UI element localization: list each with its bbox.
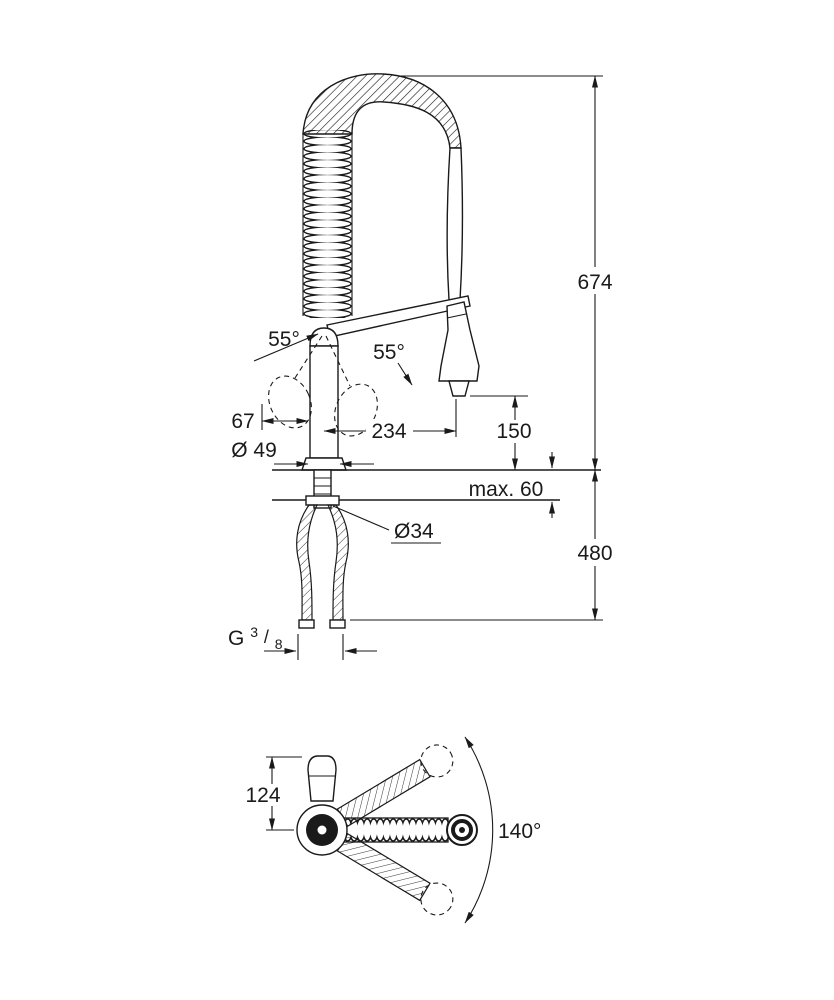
leader-d34 xyxy=(332,505,390,531)
supply-hose-left xyxy=(296,504,318,621)
dim-label-674: 674 xyxy=(577,271,612,294)
dim-label-55-right: 55° xyxy=(373,341,405,364)
spring-coil xyxy=(303,130,352,318)
label-mask-150 xyxy=(492,420,538,443)
dim-label-max60: max. 60 xyxy=(469,478,544,501)
spring-arm-horizontal xyxy=(337,817,449,843)
body-column xyxy=(309,345,339,459)
dimensions-side-view: 674 480 55° 55° 67 Ø 49 234 150 max. 60 xyxy=(228,75,617,660)
label-mask-234 xyxy=(366,419,413,443)
dim-label-55-left: 55° xyxy=(268,328,300,351)
dim-label-g38: G 3 / 8 xyxy=(228,619,283,652)
swivel-arc xyxy=(464,736,494,924)
dim-label-140: 140° xyxy=(498,820,541,843)
dim-label-67: 67 xyxy=(231,410,254,433)
faucet-top-view: 140° 124 xyxy=(245,736,541,924)
hand-spray xyxy=(438,301,480,382)
hand-spray-tip xyxy=(448,380,470,397)
spring-bend xyxy=(302,73,462,149)
body-base-flange xyxy=(301,457,347,471)
handle-top-view xyxy=(307,755,337,802)
lever-position-left xyxy=(268,375,312,429)
lever-position-right xyxy=(334,383,378,437)
hose-fitting-right xyxy=(329,619,346,629)
hose-fitting-left xyxy=(298,619,315,629)
label-mask-674 xyxy=(574,267,617,294)
body-cap xyxy=(309,327,339,347)
leader-55-right xyxy=(397,362,413,386)
dim-label-124: 124 xyxy=(245,784,280,807)
faucet-side-view xyxy=(268,73,601,629)
hand-spray-ring xyxy=(446,313,467,319)
label-mask-124 xyxy=(245,784,283,806)
dim-label-150: 150 xyxy=(496,420,531,443)
lever-axis-right xyxy=(325,335,351,387)
leader-55-left xyxy=(253,333,319,362)
supply-hose-right xyxy=(327,504,349,621)
dim-label-d34: Ø34 xyxy=(394,520,434,543)
label-mask-480 xyxy=(575,539,616,566)
mounting-nut xyxy=(305,495,340,506)
dim-label-d49: Ø 49 xyxy=(231,439,277,462)
body-hub-center xyxy=(317,825,327,835)
dim-label-234: 234 xyxy=(371,420,406,443)
dim-label-480: 480 xyxy=(577,542,612,565)
spring-arm-end-center xyxy=(459,827,465,833)
spray-hose xyxy=(446,147,464,301)
